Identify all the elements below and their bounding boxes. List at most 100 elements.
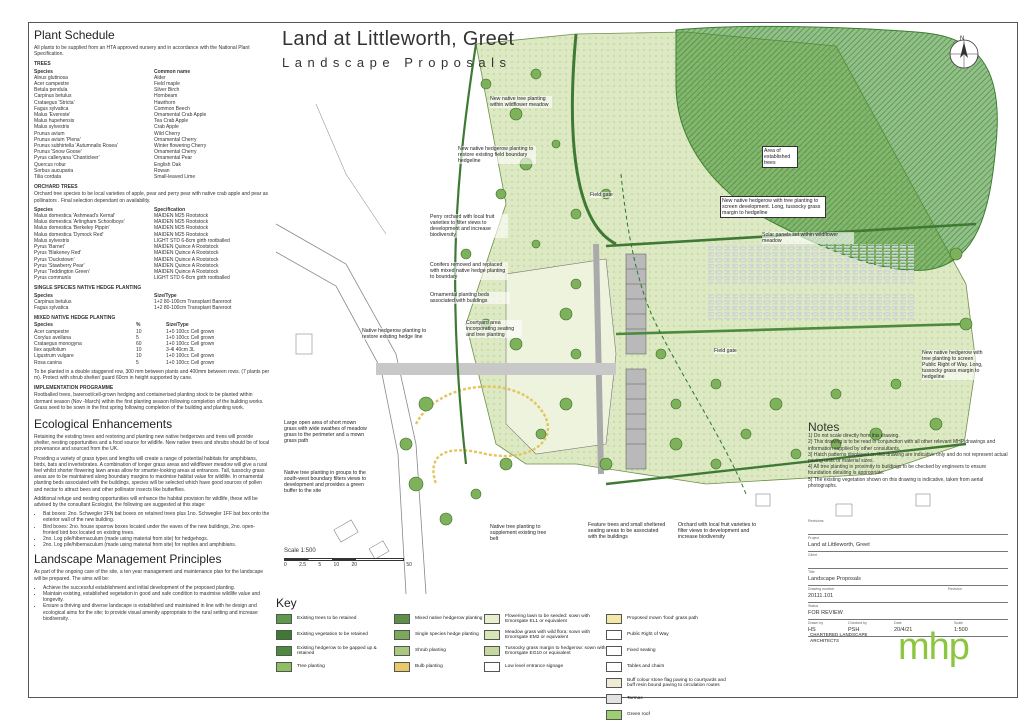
table-cell: 10 — [136, 347, 142, 354]
tb-project-value: Land at Littleworth, Greet — [808, 542, 870, 548]
key-swatch — [394, 614, 410, 624]
table-cell: Small-leaved Lime — [154, 174, 196, 181]
key-item: Existing trees to be retained — [276, 612, 394, 626]
table-cell: Quercus robur — [34, 161, 66, 168]
mixed-col-percent: % — [136, 322, 141, 329]
tb-revision-label: Revision — [948, 587, 962, 591]
key-swatch — [606, 646, 622, 656]
tb-revisions-label: Revisions — [808, 519, 824, 523]
table-cell: MAIDEN Quince A Rootstock — [154, 268, 219, 275]
key-item: Tarmac — [606, 692, 732, 706]
table-cell: Field maple — [154, 81, 180, 88]
table-cell: Malus domestica 'Berkeley Pippin' — [34, 225, 110, 232]
road-edge-3 — [315, 103, 387, 235]
key-item: Tree planting — [276, 660, 394, 674]
table-cell: Pyrus communis — [34, 275, 71, 282]
table-cell: Fagus sylvatica — [34, 105, 69, 112]
key-item: Meadow grass with wild flora: sown with … — [484, 628, 606, 642]
field-gate-label-2: Field gate — [714, 348, 737, 354]
key-item: Shrub planting — [394, 644, 484, 658]
key-label: Buff colour stone flag paving to courtya… — [627, 677, 726, 688]
orchard-col-spec: Specification — [154, 206, 186, 213]
annotation-established-trees: Area of established trees — [762, 146, 798, 168]
table-cell: Ilex aquifolium — [34, 347, 66, 354]
key-item: Fixed seating — [606, 644, 732, 658]
table-cell: Crataegus 'Stricta' — [34, 99, 75, 106]
table-cell: Winter flowering Cherry — [154, 143, 207, 150]
road-edge-1 — [276, 223, 427, 594]
table-cell: Common Beech — [154, 105, 190, 112]
tb-checked-value: PSH — [848, 627, 860, 633]
tb-client-label: Client — [808, 553, 818, 557]
key-item: Public Right of Way — [606, 628, 732, 642]
key-item: Bulb planting — [394, 660, 484, 674]
plan-title-block: Land at Littleworth, Greet Landscape Pro… — [282, 28, 514, 70]
key-empty — [276, 708, 394, 722]
key-label: Existing hedgerow to be gapped up & reta… — [297, 645, 377, 656]
tb-title-value: Landscape Proposals — [808, 576, 861, 582]
table-cell: Carpinus betulus — [34, 93, 72, 100]
key-swatch — [394, 662, 410, 672]
table-cell: Prunus avium 'Plena' — [34, 136, 81, 143]
table-cell: Tilia cordata — [34, 174, 62, 181]
table-cell: Carpinus betulus — [34, 298, 72, 305]
tb-drawing-number: Drawing number 20111.101 Revision — [808, 586, 1008, 603]
ecological-p3: Additional refuge and nesting opportunit… — [34, 495, 258, 508]
table-cell: Acer campestre — [34, 81, 70, 88]
management-intro: As part of the ongoing care of the site,… — [34, 569, 264, 582]
table-cell: MAIDEN M25 Rootstock — [154, 231, 209, 238]
plant-schedule-intro: All plants to be supplied from an HTA ap… — [34, 45, 250, 58]
mixed-hedge-heading: MIXED NATIVE HEDGE PLANTING — [34, 315, 116, 322]
table-cell: 3-4l 40cm 3L — [166, 347, 195, 354]
plan-subtitle: Landscape Proposals — [282, 55, 512, 70]
table-cell: Sorbus aucuparia — [34, 167, 74, 174]
table-cell: Malus 'Evereste' — [34, 112, 71, 119]
notes-panel: Notes 1) Do not scale directly from this… — [808, 421, 1008, 489]
list-item: Achieve the successful establishment and… — [43, 585, 270, 591]
key-swatch — [606, 614, 622, 624]
key-label: Mixed native hedgerow planting — [415, 616, 483, 622]
table-cell: MAIDEN M25 Rootstock — [154, 213, 209, 220]
tb-title-label: Title — [808, 570, 815, 574]
ecological-p2: Providing a variety of grass types and l… — [34, 455, 268, 493]
key-swatch — [484, 614, 500, 624]
tb-status: Status FOR REVIEW — [808, 603, 1008, 620]
key-label: Existing vegetation to be retained — [297, 632, 368, 638]
key-label: Existing trees to be retained — [297, 616, 357, 622]
table-cell: 1+0 100cc Cell grown — [166, 340, 215, 347]
scale-tick: 5 — [318, 562, 322, 568]
table-cell: LIGHT STD 6-8cm girth rootballed — [154, 237, 230, 244]
table-cell: Malus sylvestris — [34, 237, 70, 244]
note-item: 1) Do not scale directly from this drawi… — [808, 433, 900, 440]
key-item: Proposed mown 'food' grass path — [606, 612, 732, 626]
tb-project-label: Project — [808, 536, 820, 540]
key-label: Shrub planting — [415, 648, 446, 654]
trees-heading: TREES — [34, 61, 51, 68]
table-cell: Alnus glutinosa — [34, 74, 68, 81]
table-cell: Ligustrum vulgare — [34, 353, 74, 360]
table-cell: Pyrus 'Teddington Green' — [34, 268, 90, 275]
key-empty — [484, 676, 606, 690]
key-swatch — [394, 630, 410, 640]
tb-revisions: Revisions — [808, 518, 1008, 535]
access-road — [593, 243, 604, 475]
tb-drawn-value: HS — [808, 627, 816, 633]
ecological-title: Ecological Enhancements — [34, 416, 173, 431]
key-empty — [394, 708, 484, 722]
sheet-border — [28, 22, 1018, 698]
annotation-solar-panels: Solar panels set within wildflower meado… — [762, 232, 854, 244]
key-empty — [394, 692, 484, 706]
key-swatch — [276, 630, 292, 640]
annotation-courtyard: Courtyard area incorporating seating and… — [466, 320, 522, 338]
orchard-intro: Orchard tree species to be local varieti… — [34, 191, 269, 204]
table-cell: 10 — [136, 353, 142, 360]
public-right-of-way — [620, 173, 747, 495]
table-cell: MAIDEN M25 Rootstock — [154, 225, 209, 232]
table-cell: 1+0 100cc Cell grown — [166, 359, 215, 366]
key-swatch — [606, 694, 622, 704]
key-item: Mixed native hedgerow planting — [394, 612, 484, 626]
